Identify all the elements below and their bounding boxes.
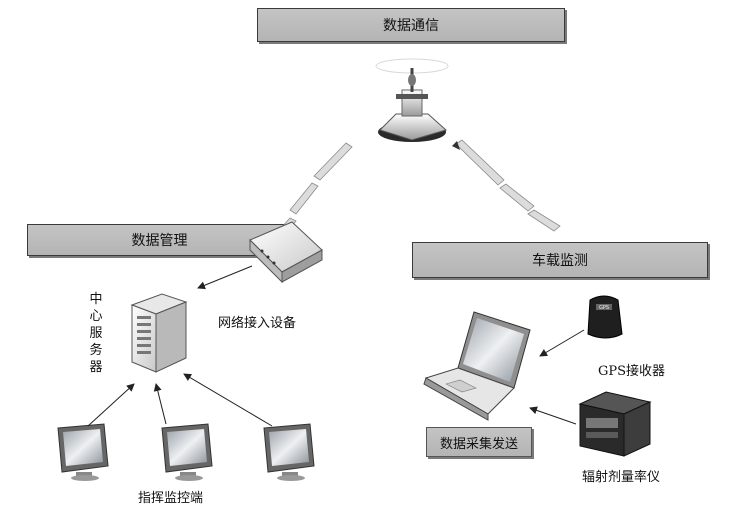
gps-receiver-label: GPS接收器 bbox=[598, 364, 666, 379]
command-monitor-terminal-label: 指挥监控端 bbox=[138, 491, 204, 506]
central-server-label: 中心服务器 bbox=[89, 292, 103, 375]
data-communication-label: 数据通信 bbox=[257, 8, 565, 42]
arrow-terminal3-to-server bbox=[183, 373, 273, 427]
svg-text:GPS: GPS bbox=[599, 305, 609, 311]
monitor-icon bbox=[57, 423, 109, 481]
data-acquisition-label: 数据采集发送 bbox=[426, 427, 532, 457]
vehicle-monitoring-label: 车载监测 bbox=[412, 242, 708, 278]
arrow-terminal2-to-server bbox=[153, 383, 167, 425]
router-icon bbox=[249, 221, 323, 284]
wireless-link-right bbox=[452, 139, 561, 232]
radiation-meter-label: 辐射剂量率仪 bbox=[582, 470, 661, 485]
laptop-icon bbox=[423, 311, 531, 421]
monitor-icon bbox=[161, 423, 213, 481]
server-tower-icon bbox=[130, 293, 188, 373]
data-management-label: 数据管理 bbox=[27, 224, 292, 256]
arrow-gps-to-laptop bbox=[539, 329, 585, 357]
arrow-meter-to-laptop bbox=[529, 406, 577, 425]
monitor-icon bbox=[263, 423, 315, 481]
gps-device-icon: GPS bbox=[587, 295, 623, 339]
radiation-meter-icon bbox=[578, 391, 652, 457]
arrow-terminal1-to-server bbox=[87, 383, 135, 427]
connection-arrows bbox=[87, 265, 585, 427]
arrow-router-to-server bbox=[197, 265, 253, 290]
antenna-tower-icon bbox=[375, 58, 449, 142]
network-access-device-label: 网络接入设备 bbox=[218, 316, 297, 331]
